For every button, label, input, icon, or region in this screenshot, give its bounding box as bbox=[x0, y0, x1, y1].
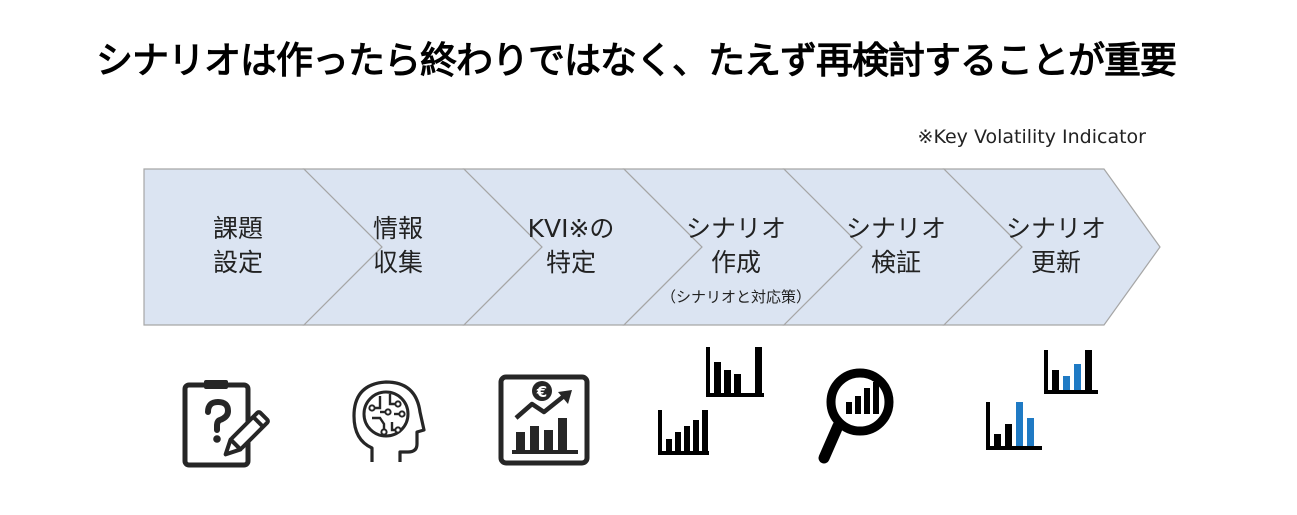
step-4-line2: 作成 bbox=[710, 248, 761, 277]
step-1-line2: 設定 bbox=[212, 248, 263, 277]
step-2-line2: 収集 bbox=[372, 248, 423, 277]
step-5-label: シナリオ 検証 bbox=[816, 212, 976, 280]
step-6-line1: シナリオ bbox=[1005, 214, 1106, 243]
page-title: シナリオは作ったら終わりではなく、たえず再検討することが重要 bbox=[96, 39, 1177, 82]
step-4-line1: シナリオ bbox=[685, 214, 786, 243]
step-4-note: （シナリオと対応策） bbox=[660, 288, 811, 306]
updated-bar-charts-icon bbox=[986, 350, 1098, 450]
kvi-footnote: ※Key Volatility Indicator bbox=[917, 126, 1146, 148]
clipboard-question-icon bbox=[182, 380, 270, 468]
magnifier-chart-icon bbox=[818, 368, 894, 464]
step-3-line2: 特定 bbox=[545, 248, 596, 277]
step-1-line1: 課題 bbox=[212, 214, 263, 243]
step-2-line1: 情報 bbox=[372, 214, 423, 243]
step-5-line2: 検証 bbox=[870, 248, 921, 277]
step-4-label: シナリオ 作成 （シナリオと対応策） bbox=[656, 212, 816, 308]
step-6-label: シナリオ 更新 bbox=[976, 212, 1136, 280]
step-5-line1: シナリオ bbox=[845, 214, 946, 243]
step-3-line1: KVI※の bbox=[527, 214, 615, 243]
step-1-label: 課題 設定 bbox=[158, 212, 318, 280]
step-6-line2: 更新 bbox=[1030, 248, 1081, 277]
brain-head-icon bbox=[352, 380, 426, 462]
step-2-label: 情報 収集 bbox=[318, 212, 478, 280]
two-bar-charts-icon bbox=[658, 347, 764, 455]
chevron-step-6 bbox=[942, 168, 1161, 326]
euro-growth-chart-icon: € bbox=[498, 374, 590, 466]
svg-text:€: € bbox=[536, 383, 547, 401]
step-3-label: KVI※の 特定 bbox=[491, 212, 651, 280]
